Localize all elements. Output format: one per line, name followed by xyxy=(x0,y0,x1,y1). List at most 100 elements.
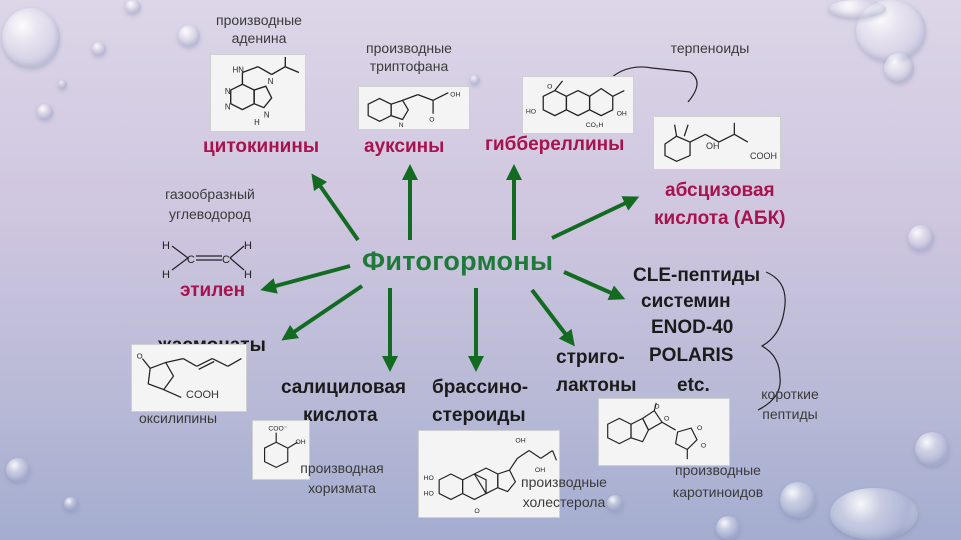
water-drop xyxy=(915,432,949,466)
water-drop xyxy=(37,104,53,120)
center-title: Фитогормоны xyxy=(362,246,554,276)
salicylic-note-line1: производная xyxy=(300,460,384,476)
svg-text:COO⁻: COO⁻ xyxy=(268,426,287,433)
svg-text:OH: OH xyxy=(515,438,525,445)
cytokinins-note: производные аденина xyxy=(216,12,302,46)
jasmonate-structure: O COOH xyxy=(131,344,247,412)
peptide-enod40: ENOD-40 xyxy=(651,317,734,338)
water-drop xyxy=(92,42,106,56)
svg-text:OH: OH xyxy=(295,439,305,446)
terpenoids-note: терпеноиды xyxy=(670,40,750,56)
peptide-systemin: системин xyxy=(641,291,731,312)
brassino-structure: OH OH HO HO O xyxy=(418,430,560,518)
arrow-peptides xyxy=(563,270,626,301)
svg-text:HO: HO xyxy=(424,475,434,482)
svg-text:CO₂H: CO₂H xyxy=(586,122,604,129)
ethylene-note-line2: углеводород xyxy=(169,206,251,222)
peptides-note-line1: короткие xyxy=(761,386,819,402)
auxins-note: производные триптофана xyxy=(366,40,452,74)
ethylene-name: этилен xyxy=(180,280,246,301)
aba-cooh-label: COOH xyxy=(750,151,777,161)
svg-text:C: C xyxy=(222,254,230,266)
jasmonates-note: оксилипины xyxy=(138,410,218,426)
svg-text:OH: OH xyxy=(617,111,627,118)
svg-text:O: O xyxy=(654,404,659,411)
aba-name-line1: абсцизовая xyxy=(665,180,775,201)
svg-text:O: O xyxy=(697,425,702,432)
arrow-cytokinins xyxy=(311,173,360,242)
svg-text:H: H xyxy=(162,240,170,252)
salicylic-note-line2: хоризмата xyxy=(308,480,376,496)
water-drop xyxy=(830,488,918,540)
svg-text:O: O xyxy=(701,443,706,450)
svg-text:O: O xyxy=(547,84,552,91)
salicylic-name-line1: салициловая xyxy=(281,377,406,398)
salicylic-acid-icon: COO⁻ OH xyxy=(264,426,306,469)
ethylene-note-line1: газообразный xyxy=(165,186,255,202)
abscisic-acid-icon xyxy=(664,122,749,162)
svg-text:N: N xyxy=(225,103,231,112)
arrow-strigo xyxy=(530,288,575,347)
auxin-structure: N OH O xyxy=(358,86,470,130)
arrow-aba xyxy=(551,196,640,240)
strigo-name-line1: стриго- xyxy=(556,347,625,368)
brassino-name-line2: стероиды xyxy=(432,405,526,426)
water-drop xyxy=(178,25,200,47)
peptide-cle: CLE-пептиды xyxy=(633,265,761,286)
water-drop xyxy=(884,53,914,83)
water-drop xyxy=(125,0,141,14)
peptides-note-line2: пептиды xyxy=(762,406,818,422)
water-drop xyxy=(58,80,67,89)
water-drop xyxy=(716,516,740,540)
svg-text:C: C xyxy=(187,254,195,266)
salicylic-name-line2: кислота xyxy=(303,405,378,426)
svg-text:H: H xyxy=(244,269,252,280)
strigo-name-line2: лактоны xyxy=(556,375,637,396)
brassinolide-icon: OH OH HO HO O xyxy=(424,438,557,515)
svg-text:OH: OH xyxy=(450,92,460,99)
ethylene-structure-icon: H H C C H H xyxy=(162,240,252,280)
salicylic-structure: COO⁻ OH xyxy=(252,420,310,480)
strigo-note-line1: производные xyxy=(675,462,761,478)
svg-text:HN: HN xyxy=(233,66,244,75)
water-drop xyxy=(64,497,78,511)
aba-name-line2: кислота (АБК) xyxy=(654,208,786,229)
brassino-note-line2: холестерола xyxy=(522,494,606,510)
water-drop xyxy=(607,495,623,511)
indole-acetic-acid-icon: N OH O xyxy=(367,92,460,129)
svg-text:O: O xyxy=(429,116,434,123)
peptide-etc: etc. xyxy=(677,375,710,396)
aba-oh-label: OH xyxy=(706,141,720,151)
brassino-note-line1: производные xyxy=(521,474,607,490)
svg-text:HO: HO xyxy=(424,491,434,498)
water-drop xyxy=(780,482,816,518)
water-drop xyxy=(2,8,60,68)
svg-text:N: N xyxy=(399,122,404,129)
auxins-name: ауксины xyxy=(364,136,445,157)
water-drop xyxy=(828,0,886,18)
svg-text:O: O xyxy=(664,415,669,422)
peptide-polaris: POLARIS xyxy=(649,345,734,366)
svg-text:H: H xyxy=(162,269,170,280)
brassino-name-line1: брассино- xyxy=(432,377,529,398)
aba-structure: OH COOH xyxy=(653,116,781,170)
svg-text:OH: OH xyxy=(535,467,545,474)
svg-text:O: O xyxy=(137,352,143,361)
cytokinins-name: цитокинины xyxy=(203,136,320,157)
svg-text:H: H xyxy=(244,240,252,252)
svg-text:H: H xyxy=(254,118,260,127)
strigo-note-line2: каротиноидов xyxy=(672,484,764,500)
water-drop xyxy=(6,458,30,482)
peptides-brace xyxy=(757,271,786,411)
gibberellin-icon: HO O CO₂H OH xyxy=(526,80,627,129)
jasmonic-acid-icon: O xyxy=(137,352,242,398)
svg-text:HO: HO xyxy=(526,109,536,116)
svg-text:O: O xyxy=(474,508,479,515)
jasmonate-cooh-label: COOH xyxy=(186,389,219,401)
terpenoids-bracket xyxy=(599,66,698,103)
